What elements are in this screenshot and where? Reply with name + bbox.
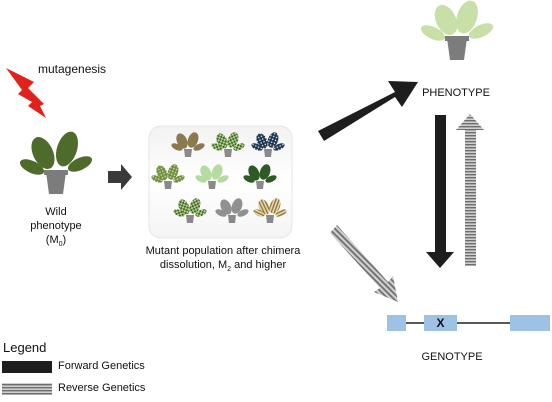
genotype-label: GENOTYPE <box>421 351 483 363</box>
legend-reverse-label: Reverse Genetics <box>58 382 146 394</box>
mutant-line-1: Mutant population after chimera <box>145 245 301 257</box>
wild-line-3: (M0) <box>45 234 67 249</box>
mutant-line-2: dissolution, M2 and higher <box>159 259 287 274</box>
phenotype-label: PHENOTYPE <box>422 87 490 99</box>
forward-arrow-wild-to-mutant <box>108 164 132 190</box>
mutagenesis-label: mutagenesis <box>38 62 107 76</box>
wild-line-1: Wild <box>45 206 67 218</box>
gene-mutation-marker: X <box>436 316 445 330</box>
legend-forward-swatch <box>2 361 52 373</box>
phenotype-plant-icon <box>420 0 494 60</box>
mutant-plant-icons <box>151 132 287 223</box>
mutant-population-label: Mutant population after chimera dissolut… <box>138 244 308 277</box>
wild-phenotype-label: Wild phenotype (M0) <box>20 205 92 252</box>
reverse-arrow-mutant-to-genotype <box>330 225 398 302</box>
forward-arrow-mutant-to-phenotype <box>318 81 418 141</box>
lightning-bolt-icon <box>6 68 46 118</box>
gene-diagram <box>387 315 550 331</box>
legend-reverse-swatch <box>2 383 52 395</box>
forward-arrow-phenotype-to-genotype <box>426 115 454 268</box>
legend-title: Legend <box>3 340 47 355</box>
wild-line-2: phenotype <box>30 220 82 232</box>
reverse-arrow-genotype-to-phenotype <box>456 114 484 266</box>
wild-plant-icon <box>19 131 93 194</box>
legend-forward-label: Forward Genetics <box>58 360 145 372</box>
